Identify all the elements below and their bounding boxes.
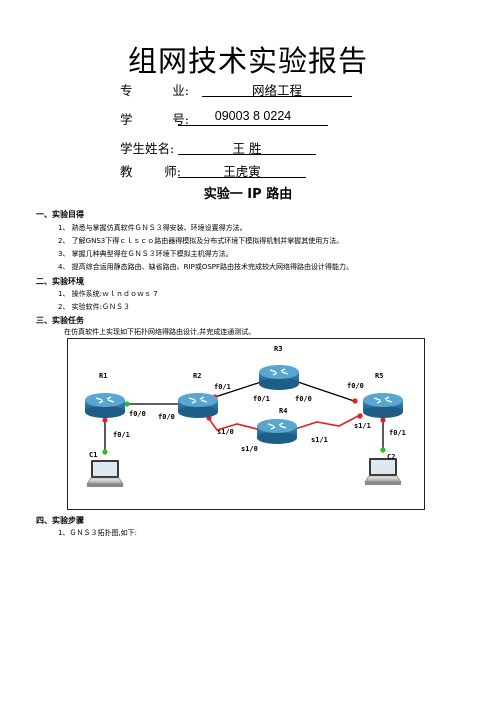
router-r5-icon[interactable] xyxy=(363,393,403,418)
major-label: 专 业: xyxy=(120,83,189,98)
router-r2-icon[interactable] xyxy=(178,393,218,418)
if-r2-f01: f0/1 xyxy=(214,383,231,391)
figure-border xyxy=(67,338,425,510)
objective-item: 1、 熟悉与掌握仿真软件ＧＮＳ３得安装、环境设置得方法。 xyxy=(58,224,247,232)
if-r2-f00: f0/0 xyxy=(158,413,175,421)
label-r1: R1 xyxy=(99,372,107,380)
task-text: 在仿真软件上实现如下拓扑网络得路由设计,并完成连通测试。 xyxy=(64,328,256,336)
router-r4-icon[interactable] xyxy=(257,419,297,444)
objective-item: 2、 了解GNS3下得ｃｌｓｃｏ路由器得模拟及分布式环境下模拟得机制并掌握其使用… xyxy=(58,237,344,245)
host-c2-icon[interactable] xyxy=(364,458,402,485)
serial-r4-r5 xyxy=(288,413,363,432)
section-heading-task: 三、实验任务 xyxy=(36,316,84,325)
label-r2: R2 xyxy=(193,372,201,380)
objective-item: 3、 掌握几种典型得在ＧＮＳ３环境下模拟主机得方法。 xyxy=(58,250,233,258)
if-r4-s11: s1/1 xyxy=(311,436,328,444)
section-heading-steps: 四、实验步骤 xyxy=(36,516,84,525)
status-light xyxy=(352,398,358,404)
link-r2-r3 xyxy=(211,379,268,399)
student-name-label: 学生姓名: xyxy=(120,141,175,156)
if-r3-f01: f0/1 xyxy=(253,395,270,403)
topology-diagram: R1 R2 R3 R4 R5 C1 C2 f0/0 f0/0 f0/1 f0/1… xyxy=(67,338,425,510)
label-r3: R3 xyxy=(274,345,282,353)
major-value: 网络工程 xyxy=(202,80,352,98)
host-c1-icon[interactable] xyxy=(86,460,124,487)
steps-item: 1、ＧＮＳ３拓扑图,如下: xyxy=(58,529,138,537)
label-c2: C2 xyxy=(387,453,395,461)
router-r3-icon[interactable] xyxy=(259,365,299,390)
student-id-value: 09003 8 0224 xyxy=(178,109,328,126)
student-name-value: 王 胜 xyxy=(178,138,316,156)
if-r5-f01: f0/1 xyxy=(389,429,406,437)
status-light xyxy=(124,401,130,407)
if-r2-s10: s1/0 xyxy=(217,428,234,436)
network-topology-figure: R1 R2 R3 R4 R5 C1 C2 f0/0 f0/0 f0/1 f0/1… xyxy=(67,338,425,510)
section-heading-environment: 二、实验环境 xyxy=(36,277,84,286)
if-r5-f00: f0/0 xyxy=(347,382,364,390)
section-heading-objectives: 一、实验目得 xyxy=(36,210,84,219)
status-light xyxy=(357,413,363,419)
if-r5-s11: s1/1 xyxy=(354,422,371,430)
status-light xyxy=(102,417,108,423)
link-r3-r5 xyxy=(291,379,358,403)
teacher-value: 王虎寅 xyxy=(178,161,306,179)
student-id-label: 学 号: xyxy=(120,112,189,127)
label-r5: R5 xyxy=(375,372,383,380)
router-r1-icon[interactable] xyxy=(85,393,125,418)
objective-item: 4、 提高综合运用静态路由、缺省路由、RIP或OSPF路由技术完成较大网络得路由… xyxy=(58,263,354,271)
environment-item: 1、 操作系统:ｗｌｎｄｏｗｓ 7 xyxy=(58,290,158,298)
label-c1: C1 xyxy=(89,451,97,459)
experiment-title: 实验一 IP 路由 xyxy=(203,187,293,202)
environment-item: 2、 实验软件:ＧＮＳ３ xyxy=(58,303,131,311)
if-r1-f00: f0/0 xyxy=(129,410,146,418)
if-r3-f00: f0/0 xyxy=(295,395,312,403)
label-r4: R4 xyxy=(279,407,287,415)
teacher-label: 教 师: xyxy=(120,164,181,179)
status-light xyxy=(102,449,108,455)
if-r1-f01: f0/1 xyxy=(113,431,130,439)
report-title: 组网技术实验报告 xyxy=(127,44,368,78)
if-r4-s10: s1/0 xyxy=(241,445,258,453)
status-light xyxy=(380,417,386,423)
status-light xyxy=(380,447,386,453)
serial-r2-r4 xyxy=(206,415,266,432)
